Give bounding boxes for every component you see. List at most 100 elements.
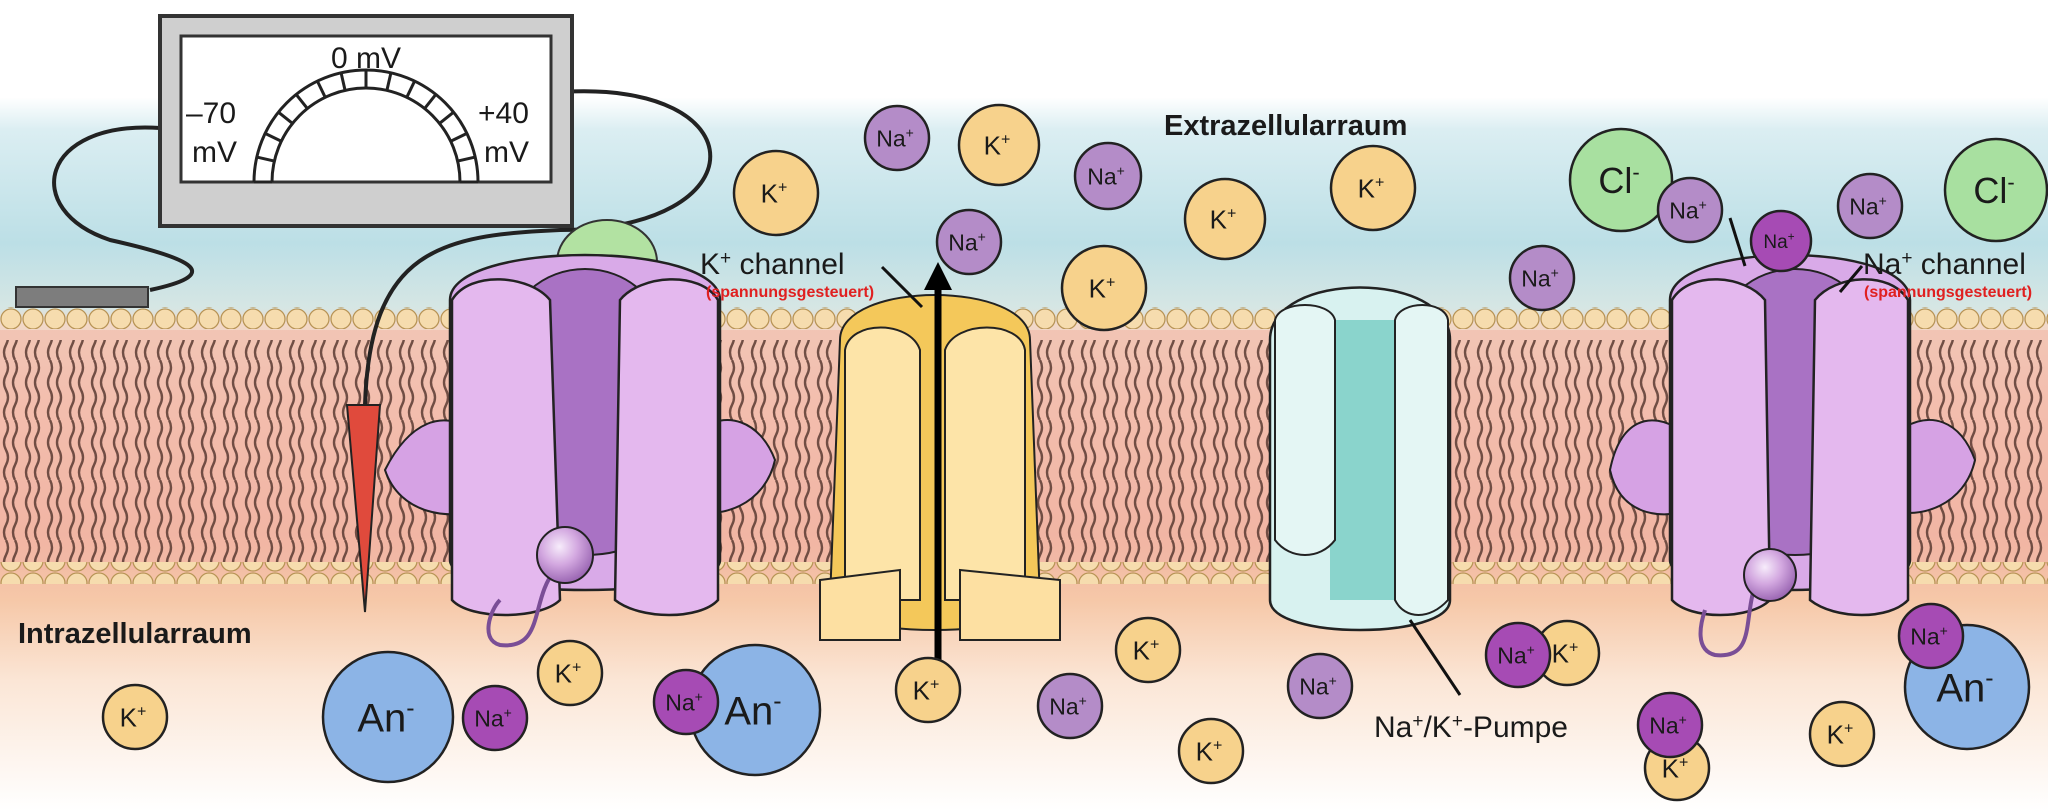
scale-tick (450, 132, 468, 143)
svg-text:K+: K+ (913, 675, 940, 705)
svg-text:Cl-: Cl- (1973, 169, 2014, 211)
ion-na: Na+ (1836, 172, 1904, 240)
ion-k: K+ (101, 683, 169, 751)
na-channel-right (1608, 253, 1977, 658)
scale-tick (256, 155, 275, 163)
voltmeter-right-value: +40 (478, 97, 529, 130)
ion-na: Na+ (652, 668, 720, 736)
ion-na: Na+ (935, 208, 1003, 276)
ion-k: K+ (894, 656, 962, 724)
ions: Na+K+K+Na+Na+K+K+K+Cl-Na+Na+Na+Cl-Na+K+A… (101, 103, 2048, 802)
ion-cl: Cl- (1943, 137, 2048, 243)
ion-na: Na+ (461, 684, 529, 752)
na-channel-pointer-1 (1728, 217, 1747, 267)
ion-k: K+ (732, 149, 820, 237)
voltmeter-wire-left (52, 125, 194, 292)
svg-text:An-: An- (724, 687, 781, 733)
k-channel-pointer (880, 265, 924, 309)
reference-electrode (15, 286, 149, 308)
voltmeter-display (179, 34, 553, 184)
svg-text:An-: An- (1936, 664, 1993, 710)
scale-tick (316, 80, 327, 98)
ion-na: Na+ (1636, 691, 1704, 759)
svg-text:Na+: Na+ (474, 705, 512, 732)
k-channel-label: K+ channel (700, 248, 845, 281)
na-k-pump (1268, 286, 1452, 632)
svg-text:K+: K+ (1196, 736, 1223, 766)
scale-tick (423, 93, 438, 110)
voltmeter-zero-label: 0 mV (331, 42, 401, 75)
svg-text:Cl-: Cl- (1598, 159, 1639, 201)
svg-text:Na+: Na+ (1669, 197, 1707, 224)
intracellular-label: Intrazellularraum (18, 618, 252, 650)
ion-na: Na+ (1749, 209, 1813, 273)
ion-k: K+ (957, 103, 1041, 187)
svg-text:K+: K+ (1662, 753, 1689, 783)
na-channel-note: (spannungsgesteuert) (1864, 284, 2032, 301)
na-channel-left (383, 253, 777, 648)
svg-text:Na+: Na+ (1049, 693, 1087, 720)
svg-text:Na+: Na+ (1497, 642, 1535, 669)
inactivation-ball-left (536, 526, 594, 584)
k-channel-note: (spannungsgesteuert) (706, 284, 874, 301)
svg-text:K+: K+ (761, 178, 788, 208)
k-channel (819, 262, 1061, 668)
ion-k: K+ (1177, 717, 1245, 785)
svg-text:K+: K+ (1827, 719, 1854, 749)
svg-text:Na+: Na+ (665, 689, 703, 716)
scale-tick (405, 80, 416, 98)
svg-text:K+: K+ (555, 658, 582, 688)
svg-text:Na+: Na+ (1521, 265, 1559, 292)
ion-na: Na+ (1036, 672, 1104, 740)
svg-text:K+: K+ (984, 130, 1011, 160)
voltmeter: 0 mV –70 mV +40 mV (15, 14, 713, 613)
svg-text:K+: K+ (1358, 173, 1385, 203)
svg-text:K+: K+ (1089, 273, 1116, 303)
svg-text:Na+: Na+ (876, 125, 914, 152)
voltmeter-scale-inner (270, 86, 462, 183)
scale-tick (277, 110, 294, 125)
svg-text:An-: An- (357, 694, 414, 740)
ion-cl: Cl- (1568, 127, 1674, 233)
svg-text:Na+: Na+ (1087, 163, 1125, 190)
svg-text:K+: K+ (1210, 204, 1237, 234)
ion-na: Na+ (863, 104, 931, 172)
ion-k: K+ (1533, 619, 1601, 687)
voltmeter-right-unit: mV (484, 136, 529, 169)
svg-text:Na+: Na+ (1649, 712, 1687, 739)
voltmeter-left-value: –70 (186, 97, 236, 130)
ion-k: K+ (536, 639, 604, 707)
ion-an: An- (321, 650, 455, 784)
ion-na: Na+ (1508, 244, 1576, 312)
scale-tick (339, 72, 347, 91)
inactivation-ball-right (1743, 548, 1797, 602)
ion-na: Na+ (1484, 621, 1552, 689)
svg-text:Na+: Na+ (948, 229, 986, 256)
na-channel-pointer-2 (1838, 265, 1864, 293)
na-channel-label: Na+ channel (1863, 248, 2026, 281)
ion-k: K+ (1183, 177, 1267, 261)
scale-tick (264, 132, 282, 143)
extracellular-label: Extrazellularraum (1164, 110, 1407, 142)
ion-na: Na+ (1656, 176, 1724, 244)
pump-label: Na+/K+-Pumpe (1374, 711, 1568, 744)
svg-text:K+: K+ (1133, 635, 1160, 665)
ion-k: K+ (1808, 700, 1876, 768)
ion-k: K+ (1060, 244, 1148, 332)
voltmeter-left-unit: mV (192, 136, 237, 169)
ion-k: K+ (1329, 144, 1417, 232)
svg-text:Na+: Na+ (1910, 623, 1948, 650)
ion-na: Na+ (1897, 602, 1965, 670)
svg-text:K+: K+ (120, 702, 147, 732)
scale-tick (294, 93, 309, 110)
microelectrode (345, 404, 382, 613)
svg-text:Na+: Na+ (1763, 230, 1794, 253)
pump-pointer (1408, 619, 1462, 696)
scale-tick (385, 72, 393, 91)
voltmeter-scale-ticks (254, 70, 478, 184)
ion-na: Na+ (1073, 141, 1143, 211)
scale-tick (438, 110, 455, 125)
svg-text:Na+: Na+ (1299, 673, 1337, 700)
k-efflux-arrowhead (924, 262, 952, 290)
